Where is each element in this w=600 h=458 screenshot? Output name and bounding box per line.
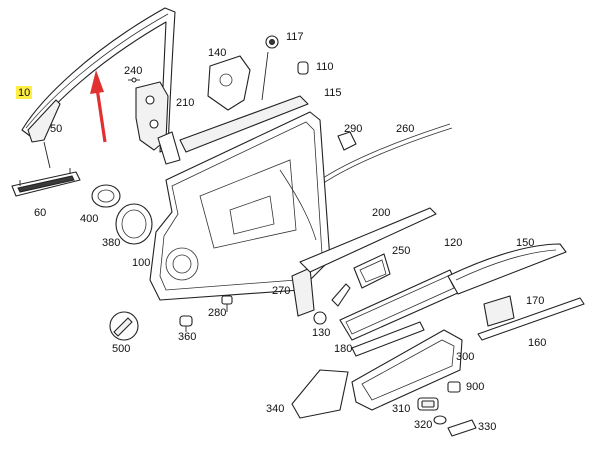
part-170-bracket <box>483 295 515 327</box>
callout-270: 270 <box>272 285 290 297</box>
part-180-molding <box>351 321 425 357</box>
part-110-plug <box>297 61 309 75</box>
part-108-trim-ring <box>331 283 351 307</box>
part-270-pad <box>291 267 315 317</box>
callout-120: 120 <box>444 237 462 249</box>
part-500-tool-symbol <box>109 311 139 341</box>
part-160-lower-strip <box>477 297 585 341</box>
part-360-clip <box>179 315 193 332</box>
callout-290: 290 <box>344 123 362 135</box>
part-50-pillar-trim <box>27 99 61 169</box>
callout-260: 260 <box>396 123 414 135</box>
part-310-lamp <box>417 397 439 411</box>
callout-500: 500 <box>112 343 130 355</box>
part-130-grommet <box>313 311 327 325</box>
part-900-connector <box>447 381 461 393</box>
callout-150: 150 <box>516 237 534 249</box>
callout-320: 320 <box>414 419 432 431</box>
callout-180: 180 <box>334 343 352 355</box>
callout-900: 900 <box>466 381 484 393</box>
callout-240: 240 <box>124 65 142 77</box>
callout-280: 280 <box>208 307 226 319</box>
callout-210: 210 <box>176 97 194 109</box>
callout-140: 140 <box>208 47 226 59</box>
callout-310: 310 <box>392 403 410 415</box>
part-400-speaker-ring <box>91 184 121 208</box>
pointer-arrow <box>90 70 107 143</box>
callout-250: 250 <box>392 245 410 257</box>
part-380-gasket <box>115 203 153 245</box>
callout-330: 330 <box>478 421 496 433</box>
callout-50: 50 <box>50 123 62 135</box>
callout-110: 110 <box>316 61 334 73</box>
callout-labels: 10 50 60 100 110 115 117 120 130 140 150 160 170 180 2… <box>16 31 546 433</box>
part-200-trim-panel <box>299 207 437 273</box>
part-290-switch <box>337 131 357 151</box>
part-260-cable <box>319 123 453 185</box>
part-140-cover <box>207 55 251 111</box>
callout-highlight <box>16 86 32 99</box>
callout-360: 360 <box>178 331 196 343</box>
callout-117: 117 <box>286 31 304 43</box>
callout-340: 340 <box>266 403 284 415</box>
part-250-handle <box>353 253 391 289</box>
part-240-screw <box>128 77 140 83</box>
callout-100: 100 <box>132 257 150 269</box>
callout-400: 400 <box>80 213 98 225</box>
callout-115: 115 <box>324 87 342 99</box>
callout-300: 300 <box>456 351 474 363</box>
part-210-lock-bracket <box>135 81 181 165</box>
part-150-grab-handle <box>447 243 567 295</box>
callout-200: 200 <box>372 207 390 219</box>
part-280-screw <box>221 295 233 312</box>
part-60-sill-badge <box>11 168 81 197</box>
callout-160: 160 <box>528 337 546 349</box>
part-100-door-shell <box>149 111 331 301</box>
part-115-rail <box>179 95 309 153</box>
callout-60: 60 <box>34 207 46 219</box>
part-117-clip <box>261 35 279 101</box>
part-320-grommet <box>433 415 447 425</box>
part-330-cover <box>447 419 477 437</box>
part-340-pocket-insert <box>291 369 349 419</box>
callout-170: 170 <box>526 295 544 307</box>
part-300-door-pocket <box>351 329 463 411</box>
callout-380: 380 <box>102 237 120 249</box>
callout-130: 130 <box>312 327 330 339</box>
callout-10: 10 <box>18 87 30 99</box>
